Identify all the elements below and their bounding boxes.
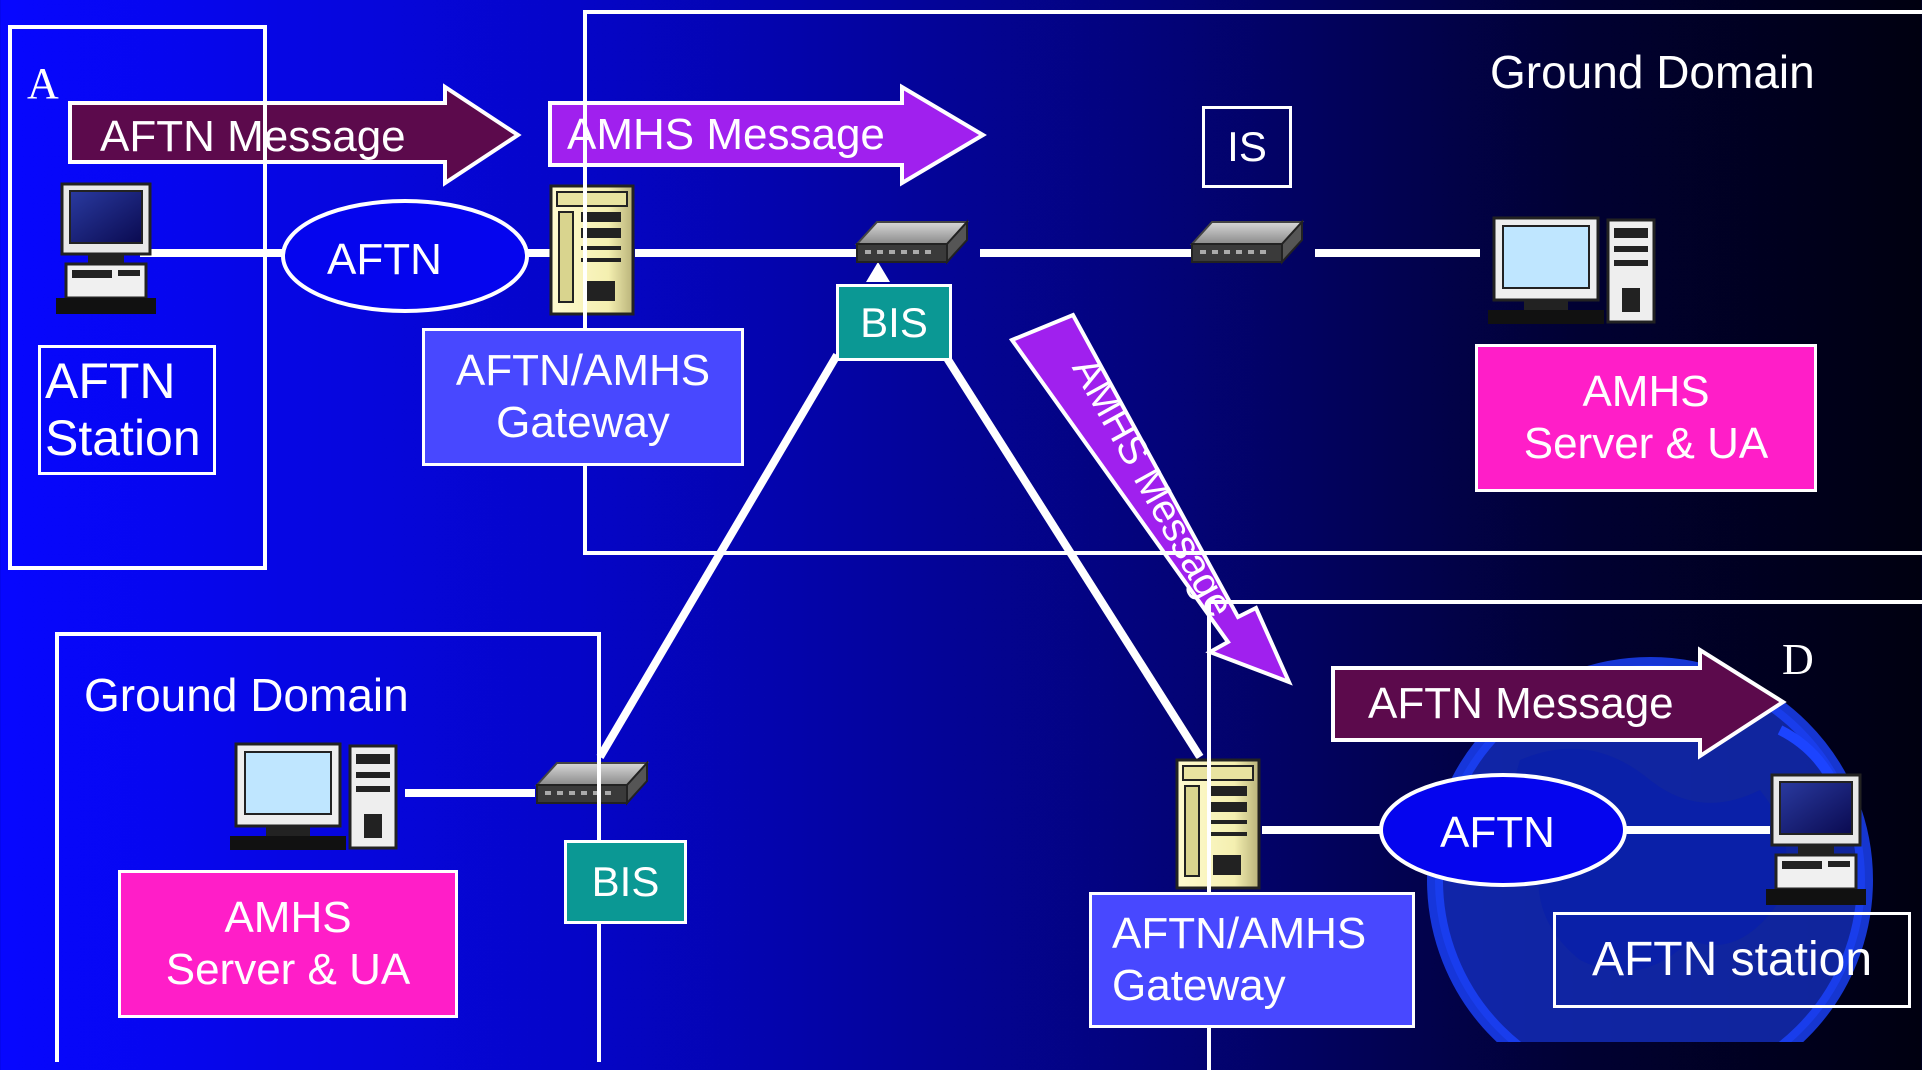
amhs-server-right-line2: Server & UA <box>1523 419 1769 468</box>
bis-pointer-icon <box>866 262 890 282</box>
domain-d-boundary <box>1207 600 1922 1070</box>
domain-a-boundary <box>8 25 267 570</box>
aftn-cloud-d <box>1379 773 1627 887</box>
amhs-message-label-top: AMHS Message <box>567 110 885 159</box>
gateway-d-line1: AFTN/AMHS <box>1112 909 1367 959</box>
bis-bottom-label: BIS <box>591 858 660 906</box>
aftn-station-a-line1: AFTN <box>45 352 176 409</box>
gateway-a-line2: Gateway <box>496 398 670 447</box>
amhs-server-right-line1: AMHS <box>1582 367 1710 417</box>
domain-title-top-right: Ground Domain <box>1490 46 1815 98</box>
amhs-server-left-line2: Server & UA <box>165 945 411 994</box>
domain-title-bottom-left: Ground Domain <box>84 669 409 721</box>
amhs-server-right-box: AMHS Server & UA <box>1475 344 1817 492</box>
aftn-station-a-line2: Station <box>45 410 201 466</box>
diagram-canvas <box>54 83 1873 1042</box>
arrow-aftn-message-top <box>68 83 522 187</box>
aftn-station-a-box: AFTN Station <box>38 345 216 475</box>
gateway-d-box: AFTN/AMHS Gateway <box>1089 892 1415 1028</box>
aftn-message-label-top: AFTN Message <box>100 112 406 161</box>
link-bis-top-gateway-d <box>941 352 1204 760</box>
amhs-server-left-line1: AMHS <box>224 893 352 943</box>
gateway-a-line1: AFTN/AMHS <box>455 346 711 396</box>
arrow-amhs-message-top <box>548 83 987 187</box>
arrow-amhs-message-diagonal <box>1008 312 1293 686</box>
aftn-message-label-bottom: AFTN Message <box>1368 679 1674 728</box>
aftn-cloud-a-label: AFTN <box>327 235 442 284</box>
bis-bottom-box: BIS <box>564 840 687 924</box>
aftn-station-d-label: AFTN station <box>1591 933 1873 987</box>
aftn-cloud-d-label: AFTN <box>1440 808 1555 857</box>
is-label: IS <box>1227 123 1267 171</box>
connection-lines <box>140 249 1770 834</box>
bis-top-box: BIS <box>836 284 952 361</box>
domain-ground-top-right <box>583 10 1922 555</box>
bis-top-label: BIS <box>860 298 928 346</box>
link-bis-top-bis-bottom <box>596 352 841 760</box>
aftn-cloud-a <box>281 199 529 313</box>
amhs-server-left-box: AMHS Server & UA <box>118 870 458 1018</box>
arrow-aftn-message-bottom <box>1331 646 1787 760</box>
gateway-d-line2: Gateway <box>1112 961 1286 1010</box>
is-box: IS <box>1202 106 1292 188</box>
domain-label-a: A <box>27 59 59 108</box>
gateway-a-box: AFTN/AMHS Gateway <box>422 328 744 466</box>
domain-label-d: D <box>1782 635 1814 684</box>
aftn-station-d-box: AFTN station <box>1553 912 1911 1008</box>
